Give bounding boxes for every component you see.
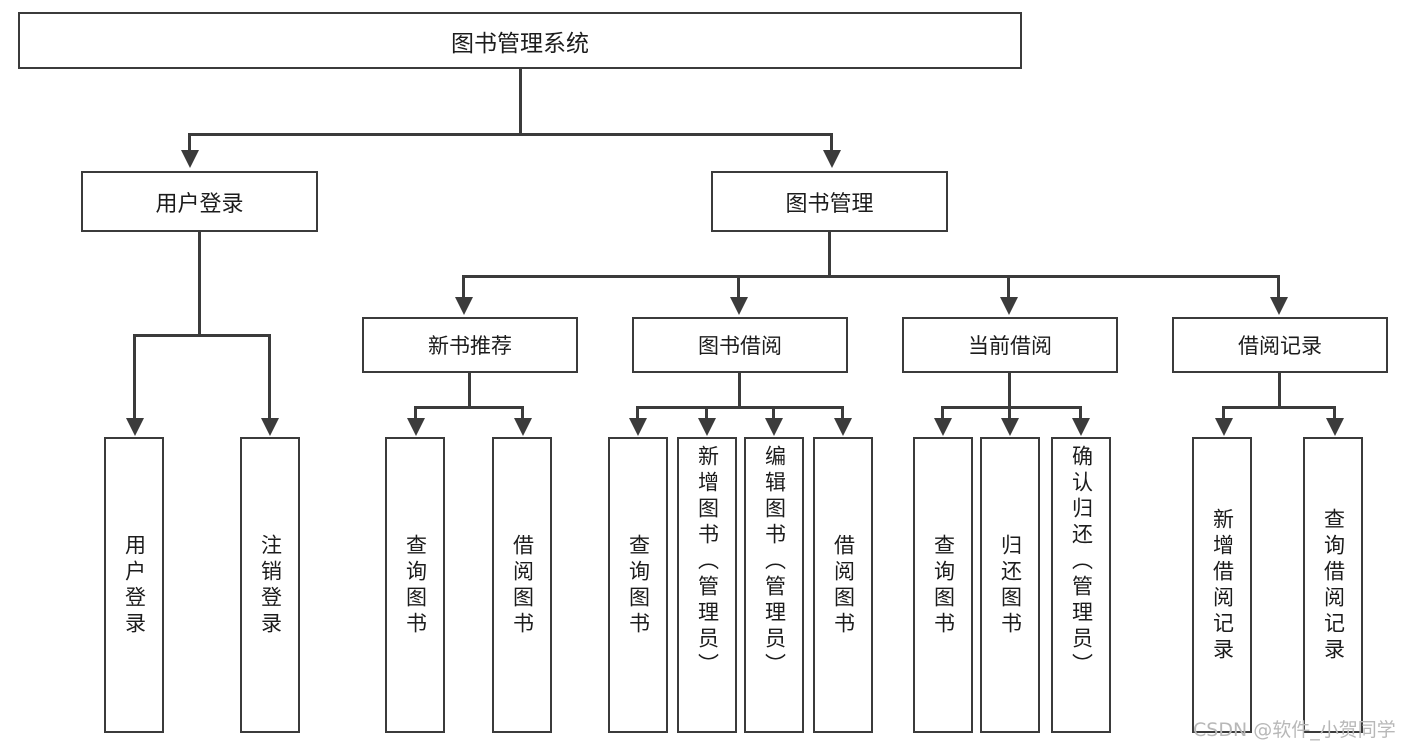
- connector-current-drop-3: [1079, 406, 1082, 419]
- connector-current-drop-1: [941, 406, 944, 419]
- node-user-login[interactable]: 用户登录: [81, 171, 318, 232]
- node-label: 借阅记录: [1238, 334, 1322, 358]
- connector-borrow-drop-2: [705, 406, 708, 419]
- connector-root-stem: [519, 69, 522, 133]
- leaf-label: 借阅图书: [510, 534, 535, 638]
- connector-user-login-drop-1: [133, 334, 136, 419]
- connector-book-mgmt-drop-2: [737, 275, 740, 298]
- leaf-current-query-book[interactable]: 查询图书: [913, 437, 973, 733]
- arrowhead-user-login-leaf-1: [126, 418, 144, 436]
- connector-borrow-stem: [738, 373, 741, 407]
- node-book-management[interactable]: 图书管理: [711, 171, 948, 232]
- leaf-borrow-query-book[interactable]: 查询图书: [608, 437, 668, 733]
- leaf-label: 归还图书: [998, 534, 1023, 638]
- arrowhead-user-login-leaf-2: [261, 418, 279, 436]
- connector-current-drop-2: [1008, 406, 1011, 419]
- leaf-current-confirm-return-admin[interactable]: 确认归还（管理员）: [1051, 437, 1111, 733]
- arrowhead-borrow-leaf-1: [629, 418, 647, 436]
- leaf-label: 新增借阅记录: [1210, 508, 1235, 664]
- leaf-label: 查询图书: [403, 534, 428, 638]
- arrowhead-record-leaf-1: [1215, 418, 1233, 436]
- leaf-label: 查询图书: [931, 534, 956, 638]
- arrowhead-recommend-leaf-2: [514, 418, 532, 436]
- node-label: 图书管理: [785, 191, 874, 217]
- arrowhead-book-mgmt-child-2: [730, 297, 748, 315]
- arrowhead-book-mgmt-child-1: [455, 297, 473, 315]
- connector-root-to-user-login: [188, 133, 191, 151]
- arrowhead-borrow-leaf-4: [834, 418, 852, 436]
- leaf-recommend-query-book[interactable]: 查询图书: [385, 437, 445, 733]
- node-new-book-recommend[interactable]: 新书推荐: [362, 317, 578, 373]
- connector-borrow-drop-1: [636, 406, 639, 419]
- connector-user-login-bus: [133, 334, 271, 337]
- leaf-borrow-add-book-admin[interactable]: 新增图书（管理员）: [677, 437, 737, 733]
- connector-recommend-drop-2: [521, 406, 524, 419]
- connector-recommend-drop-1: [414, 406, 417, 419]
- leaf-borrow-borrow-book[interactable]: 借阅图书: [813, 437, 873, 733]
- connector-book-mgmt-drop-4: [1277, 275, 1280, 298]
- leaf-record-query-record[interactable]: 查询借阅记录: [1303, 437, 1363, 733]
- arrowhead-root-to-book-mgmt: [823, 150, 841, 168]
- connector-record-drop-2: [1333, 406, 1336, 419]
- leaf-label: 注销登录: [258, 534, 283, 638]
- arrowhead-current-leaf-3: [1072, 418, 1090, 436]
- connector-book-mgmt-drop-1: [462, 275, 465, 298]
- connector-recommend-bus: [414, 406, 524, 409]
- connector-borrow-drop-4: [841, 406, 844, 419]
- arrowhead-record-leaf-2: [1326, 418, 1344, 436]
- leaf-user-login-login[interactable]: 用户登录: [104, 437, 164, 733]
- leaf-label: 借阅图书: [831, 534, 856, 638]
- node-label: 用户登录: [155, 191, 244, 217]
- connector-book-mgmt-drop-3: [1007, 275, 1010, 298]
- node-book-borrow[interactable]: 图书借阅: [632, 317, 848, 373]
- leaf-current-return-book[interactable]: 归还图书: [980, 437, 1040, 733]
- leaf-label: 查询借阅记录: [1321, 508, 1346, 664]
- leaf-user-login-logout[interactable]: 注销登录: [240, 437, 300, 733]
- leaf-label: 用户登录: [122, 534, 147, 638]
- connector-record-stem: [1278, 373, 1281, 407]
- arrowhead-borrow-leaf-2: [698, 418, 716, 436]
- connector-book-mgmt-stem: [828, 232, 831, 276]
- arrowhead-book-mgmt-child-3: [1000, 297, 1018, 315]
- connector-current-bus: [941, 406, 1082, 409]
- connector-root-to-book-mgmt: [830, 133, 833, 151]
- node-label: 图书管理系统: [451, 30, 589, 57]
- connector-borrow-drop-3: [772, 406, 775, 419]
- csdn-watermark: CSDN @软件_小贺同学: [1193, 719, 1396, 741]
- node-label: 图书借阅: [698, 334, 782, 358]
- arrowhead-book-mgmt-child-4: [1270, 297, 1288, 315]
- connector-record-bus: [1222, 406, 1336, 409]
- node-current-borrow[interactable]: 当前借阅: [902, 317, 1118, 373]
- arrowhead-borrow-leaf-3: [765, 418, 783, 436]
- connector-user-login-stem: [198, 232, 201, 335]
- arrowhead-current-leaf-1: [934, 418, 952, 436]
- connector-user-login-drop-2: [268, 334, 271, 419]
- leaf-recommend-borrow-book[interactable]: 借阅图书: [492, 437, 552, 733]
- connector-book-mgmt-bus: [462, 275, 1280, 278]
- arrowhead-recommend-leaf-1: [407, 418, 425, 436]
- connector-current-stem: [1008, 373, 1011, 407]
- node-label: 当前借阅: [968, 334, 1052, 358]
- node-borrow-record[interactable]: 借阅记录: [1172, 317, 1388, 373]
- connector-record-drop-1: [1222, 406, 1225, 419]
- connector-recommend-stem: [468, 373, 471, 407]
- leaf-label: 编辑图书（管理员）: [762, 445, 787, 679]
- node-label: 新书推荐: [428, 334, 512, 358]
- leaf-label: 确认归还（管理员）: [1069, 445, 1094, 679]
- leaf-label: 新增图书（管理员）: [695, 445, 720, 679]
- leaf-record-add-record[interactable]: 新增借阅记录: [1192, 437, 1252, 733]
- arrowhead-root-to-user-login: [181, 150, 199, 168]
- connector-borrow-bus: [636, 406, 844, 409]
- leaf-label: 查询图书: [626, 534, 651, 638]
- connector-root-bus: [188, 133, 833, 136]
- node-root-system[interactable]: 图书管理系统: [18, 12, 1022, 69]
- leaf-borrow-edit-book-admin[interactable]: 编辑图书（管理员）: [744, 437, 804, 733]
- arrowhead-current-leaf-2: [1001, 418, 1019, 436]
